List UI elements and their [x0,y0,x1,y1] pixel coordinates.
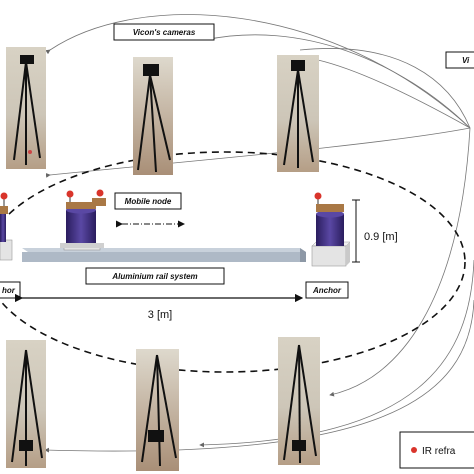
svg-text:Aluminium rail system: Aluminium rail system [111,272,197,281]
mobile-node-label: Mobile node [114,192,182,210]
svg-text:Anchor: Anchor [312,286,342,295]
vicon-right-label: Vi [445,51,474,69]
svg-text:Vi: Vi [462,56,470,65]
anchor-left [0,192,13,261]
width-dimension: 3 [m] [14,293,304,321]
camera-photo-top-center [133,57,173,175]
camera-connection-lines [44,14,474,453]
anchor-right-label: Anchor [305,281,349,299]
capture-area-ellipse [0,151,466,373]
mobile-node [60,189,106,248]
height-dimension: 0.9 [m] [352,199,398,263]
svg-text:3 [m]: 3 [m] [148,309,172,321]
rail-label: Aluminium rail system [85,267,225,285]
anchor-right [311,192,351,267]
svg-text:0.9 [m]: 0.9 [m] [364,231,398,243]
camera-photo-bottom-left [6,340,46,468]
legend: IR refra [399,431,474,469]
ir-marker-legend-icon [411,447,417,453]
camera-photo-bottom-center [136,349,179,471]
vicon-cameras-label: Vicon's cameras [113,23,215,41]
anchor-left-label: hor [0,281,21,299]
camera-photo-top-left [6,47,46,169]
camera-photo-bottom-right [278,337,320,465]
svg-text:Vicon's cameras: Vicon's cameras [133,28,196,37]
svg-text:Mobile node: Mobile node [125,197,172,206]
camera-photo-top-right [277,55,319,172]
svg-text:hor: hor [2,286,16,295]
svg-text:IR refra: IR refra [422,446,456,457]
